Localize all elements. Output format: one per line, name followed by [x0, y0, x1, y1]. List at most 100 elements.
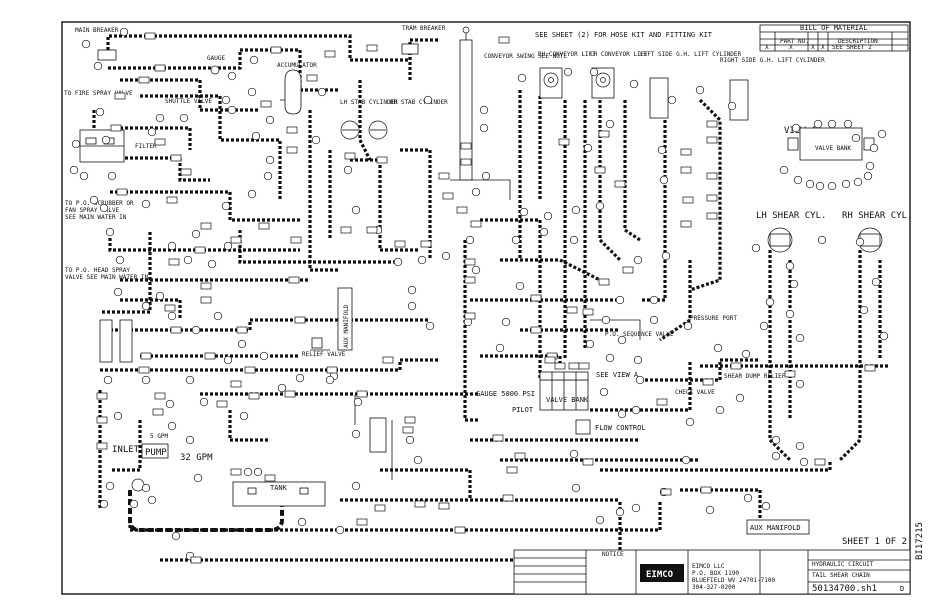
hose-tag: [784, 370, 796, 378]
callout-bubble: [479, 123, 489, 133]
hose-tag: [594, 166, 606, 174]
hose-tag: [420, 240, 432, 248]
callout-bubble: [247, 189, 257, 199]
hose-tag: [702, 378, 714, 386]
callout-bubble: [147, 127, 157, 137]
hose-tag: [622, 266, 634, 274]
callout-bubble: [879, 331, 889, 341]
shuttle-valve-label: SHUTTLE VALVE: [165, 98, 212, 105]
lh-stab-label: LH STAB CYLINDER: [340, 99, 398, 106]
callout-bubble: [185, 375, 195, 385]
hose-number-tags: [96, 32, 876, 564]
callout-bubble: [865, 161, 875, 171]
hose-tag: [374, 504, 386, 512]
filter-return: [369, 417, 387, 453]
callout-bubble: [351, 481, 361, 491]
callout-bubble: [617, 409, 627, 419]
hose-tag: [290, 236, 302, 244]
hose-tag: [414, 500, 426, 508]
hose-tag: [656, 398, 668, 406]
callout-bubble: [105, 227, 115, 237]
callout-bubble: [631, 503, 641, 513]
callout-bubble: [407, 285, 417, 295]
callout-bubble: [325, 375, 335, 385]
hose-tag: [864, 364, 876, 372]
pilot-label: PILOT: [512, 406, 534, 414]
hose-tag: [164, 304, 176, 312]
callout-bubble: [167, 421, 177, 431]
hose-tag: [152, 408, 164, 416]
tram-breaker: TRAM BREAKER: [401, 25, 446, 55]
aux-manifold-bottom: AUX MANIFOLD: [746, 519, 810, 535]
hose-kit-note: SEE SHEET (2) FOR HOSE KIT AND FITTING K…: [535, 31, 713, 39]
callout-bubble: [571, 205, 581, 215]
callout-bubble: [871, 277, 881, 287]
fire-spray-label: TO FIRE SPRAY VALVE: [64, 90, 133, 97]
callout-bubble: [765, 297, 775, 307]
callout-bubble: [193, 473, 203, 483]
callout-bubble: [605, 119, 615, 129]
sheet-label: SHEET 1 OF 2: [842, 537, 907, 547]
tank: TANK: [232, 481, 326, 507]
hose-tag: [168, 258, 180, 266]
gauge-top: GAUGE: [207, 55, 225, 75]
callout-bubble: [79, 171, 89, 181]
check-valve-label: CHECK VALVE: [675, 389, 715, 396]
callout-bubble: [351, 205, 361, 215]
callout-bubble: [417, 255, 427, 265]
company-logo: [640, 564, 684, 582]
callout-bubble: [93, 61, 103, 71]
callout-bubble: [515, 281, 525, 291]
callout-bubble: [633, 255, 643, 265]
hose-tag: [454, 526, 466, 534]
callout-bubble: [253, 467, 263, 477]
title-block: NOTICE EIMCO EIMCO LLC P.O. BOX 1190 BLU…: [513, 537, 911, 595]
hose-tag: [464, 312, 476, 320]
callout-bubble: [141, 375, 151, 385]
callout-bubble: [351, 429, 361, 439]
callout-bubble: [221, 95, 231, 105]
callout-bubble: [259, 351, 269, 361]
gpm-32-label: 32 GPM: [180, 453, 213, 463]
tank-label: TANK: [270, 484, 288, 492]
gpm-5-label: 5 GPM: [150, 433, 168, 440]
lh-shear-label: LH SHEAR CYL.: [756, 211, 826, 221]
callout-bubble: [681, 455, 691, 465]
hose-tag: [138, 366, 150, 374]
bom-col-part: PART NO.: [780, 38, 809, 45]
hose-tag: [116, 188, 128, 196]
callout-bubble: [539, 227, 549, 237]
callout-bubble: [617, 335, 627, 345]
callout-bubble: [595, 515, 605, 525]
callout-bubble: [99, 499, 109, 509]
head-spray-label-2: VALVE SEE MAIN WATER IN: [65, 274, 148, 281]
hose-tag: [682, 196, 694, 204]
callout-bubble: [81, 39, 91, 49]
hose-tag: [706, 212, 718, 220]
callout-bubble: [471, 265, 481, 275]
hose-tag: [244, 366, 256, 374]
hose-tag: [236, 326, 248, 334]
hose-tag: [464, 276, 476, 284]
callout-bubble: [869, 143, 879, 153]
hose-tag: [154, 392, 166, 400]
hose-network: [92, 34, 890, 562]
callout-bubble: [393, 257, 403, 267]
callout-bubble: [843, 119, 853, 129]
central-valve-bank: VALVE BANK GAUGE 5000 PSI PILOT SEE VIEW…: [476, 371, 639, 414]
hose-tag: [442, 192, 454, 200]
hose-tag: [366, 44, 378, 52]
rh-stab-label: RH STAB CYLINDER: [390, 99, 448, 106]
hose-tag: [286, 146, 298, 154]
hose-tag: [190, 556, 202, 564]
flow-control: FLOW CONTROL: [575, 419, 646, 435]
callout-bubble: [141, 199, 151, 209]
callout-bubble: [841, 179, 851, 189]
callout-bubble: [155, 113, 165, 123]
hose-tag: [344, 152, 356, 160]
hose-tag: [456, 206, 468, 214]
hose-tag: [438, 502, 450, 510]
main-breaker: MAIN BREAKER: [75, 27, 119, 61]
bom-cell: X: [811, 44, 815, 51]
bom-cell: X: [789, 44, 793, 51]
